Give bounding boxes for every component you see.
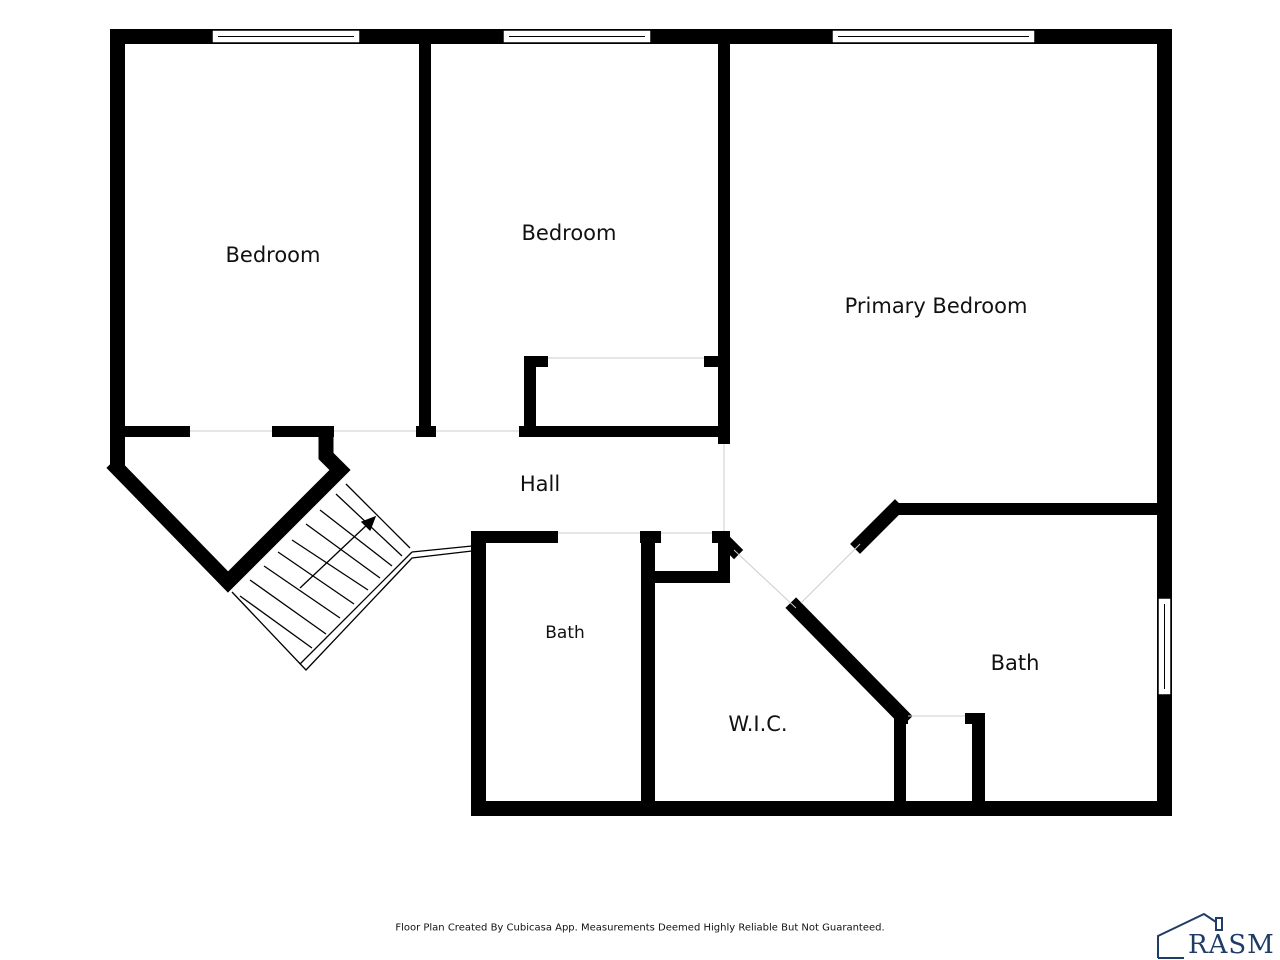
- room-label-bedroom-middle: Bedroom: [521, 221, 617, 245]
- room-label-primary-bedroom: Primary Bedroom: [844, 294, 1028, 318]
- wall-shower-right: [972, 713, 985, 816]
- wall-bath-left: [471, 531, 486, 816]
- wall-wic-stub: [714, 530, 744, 560]
- stairs: [231, 483, 473, 671]
- wall-bedroom-divider-2: [718, 29, 730, 444]
- room-label-bath-left: Bath: [545, 623, 585, 643]
- wall-shower-left: [894, 713, 906, 816]
- walls: [110, 29, 1172, 816]
- wall-primary-bath-top: [893, 503, 1172, 515]
- room-label-hall: Hall: [519, 472, 561, 496]
- wall-hall-top-b: [272, 426, 334, 437]
- door-openings: [190, 357, 965, 717]
- room-label-wic: W.I.C.: [728, 712, 788, 736]
- wall-bottom: [471, 801, 1172, 816]
- room-label-bedroom-left: Bedroom: [225, 243, 321, 267]
- logo-text: RASM: [1188, 930, 1275, 960]
- room-label-bath-right: Bath: [990, 651, 1040, 675]
- wall-right: [1157, 29, 1172, 815]
- stairs-arrow-head: [360, 515, 377, 532]
- rasm-logo: [1157, 912, 1223, 959]
- house-icon: [1157, 912, 1223, 959]
- wall-closet-left: [524, 356, 536, 437]
- wall-hall-top-c: [416, 426, 436, 437]
- wall-shower-top-b: [965, 713, 985, 724]
- wall-closet-top-right: [704, 356, 730, 367]
- wall-wic-diagonal: [785, 597, 913, 727]
- wall-bath-diagonal-upper: [850, 499, 905, 554]
- stairs-outline: [231, 550, 473, 671]
- wall-hall-top-d: [519, 426, 730, 437]
- wall-left: [110, 29, 125, 470]
- wall-hall-bottom-a: [471, 531, 558, 543]
- stairs-arrow-line: [299, 521, 371, 589]
- wall-bedroom-divider-1: [419, 29, 431, 437]
- angled-walls: [106, 429, 913, 727]
- footer-disclaimer: Floor Plan Created By Cubicasa App. Meas…: [395, 922, 885, 934]
- wall-closet-top-left: [524, 356, 548, 367]
- wall-stair-landing: [106, 429, 351, 593]
- wall-closet-small-bottom: [641, 571, 730, 583]
- wall-bath-right: [641, 531, 655, 816]
- wall-hall-top-a: [110, 426, 190, 437]
- windows: [211, 29, 1172, 696]
